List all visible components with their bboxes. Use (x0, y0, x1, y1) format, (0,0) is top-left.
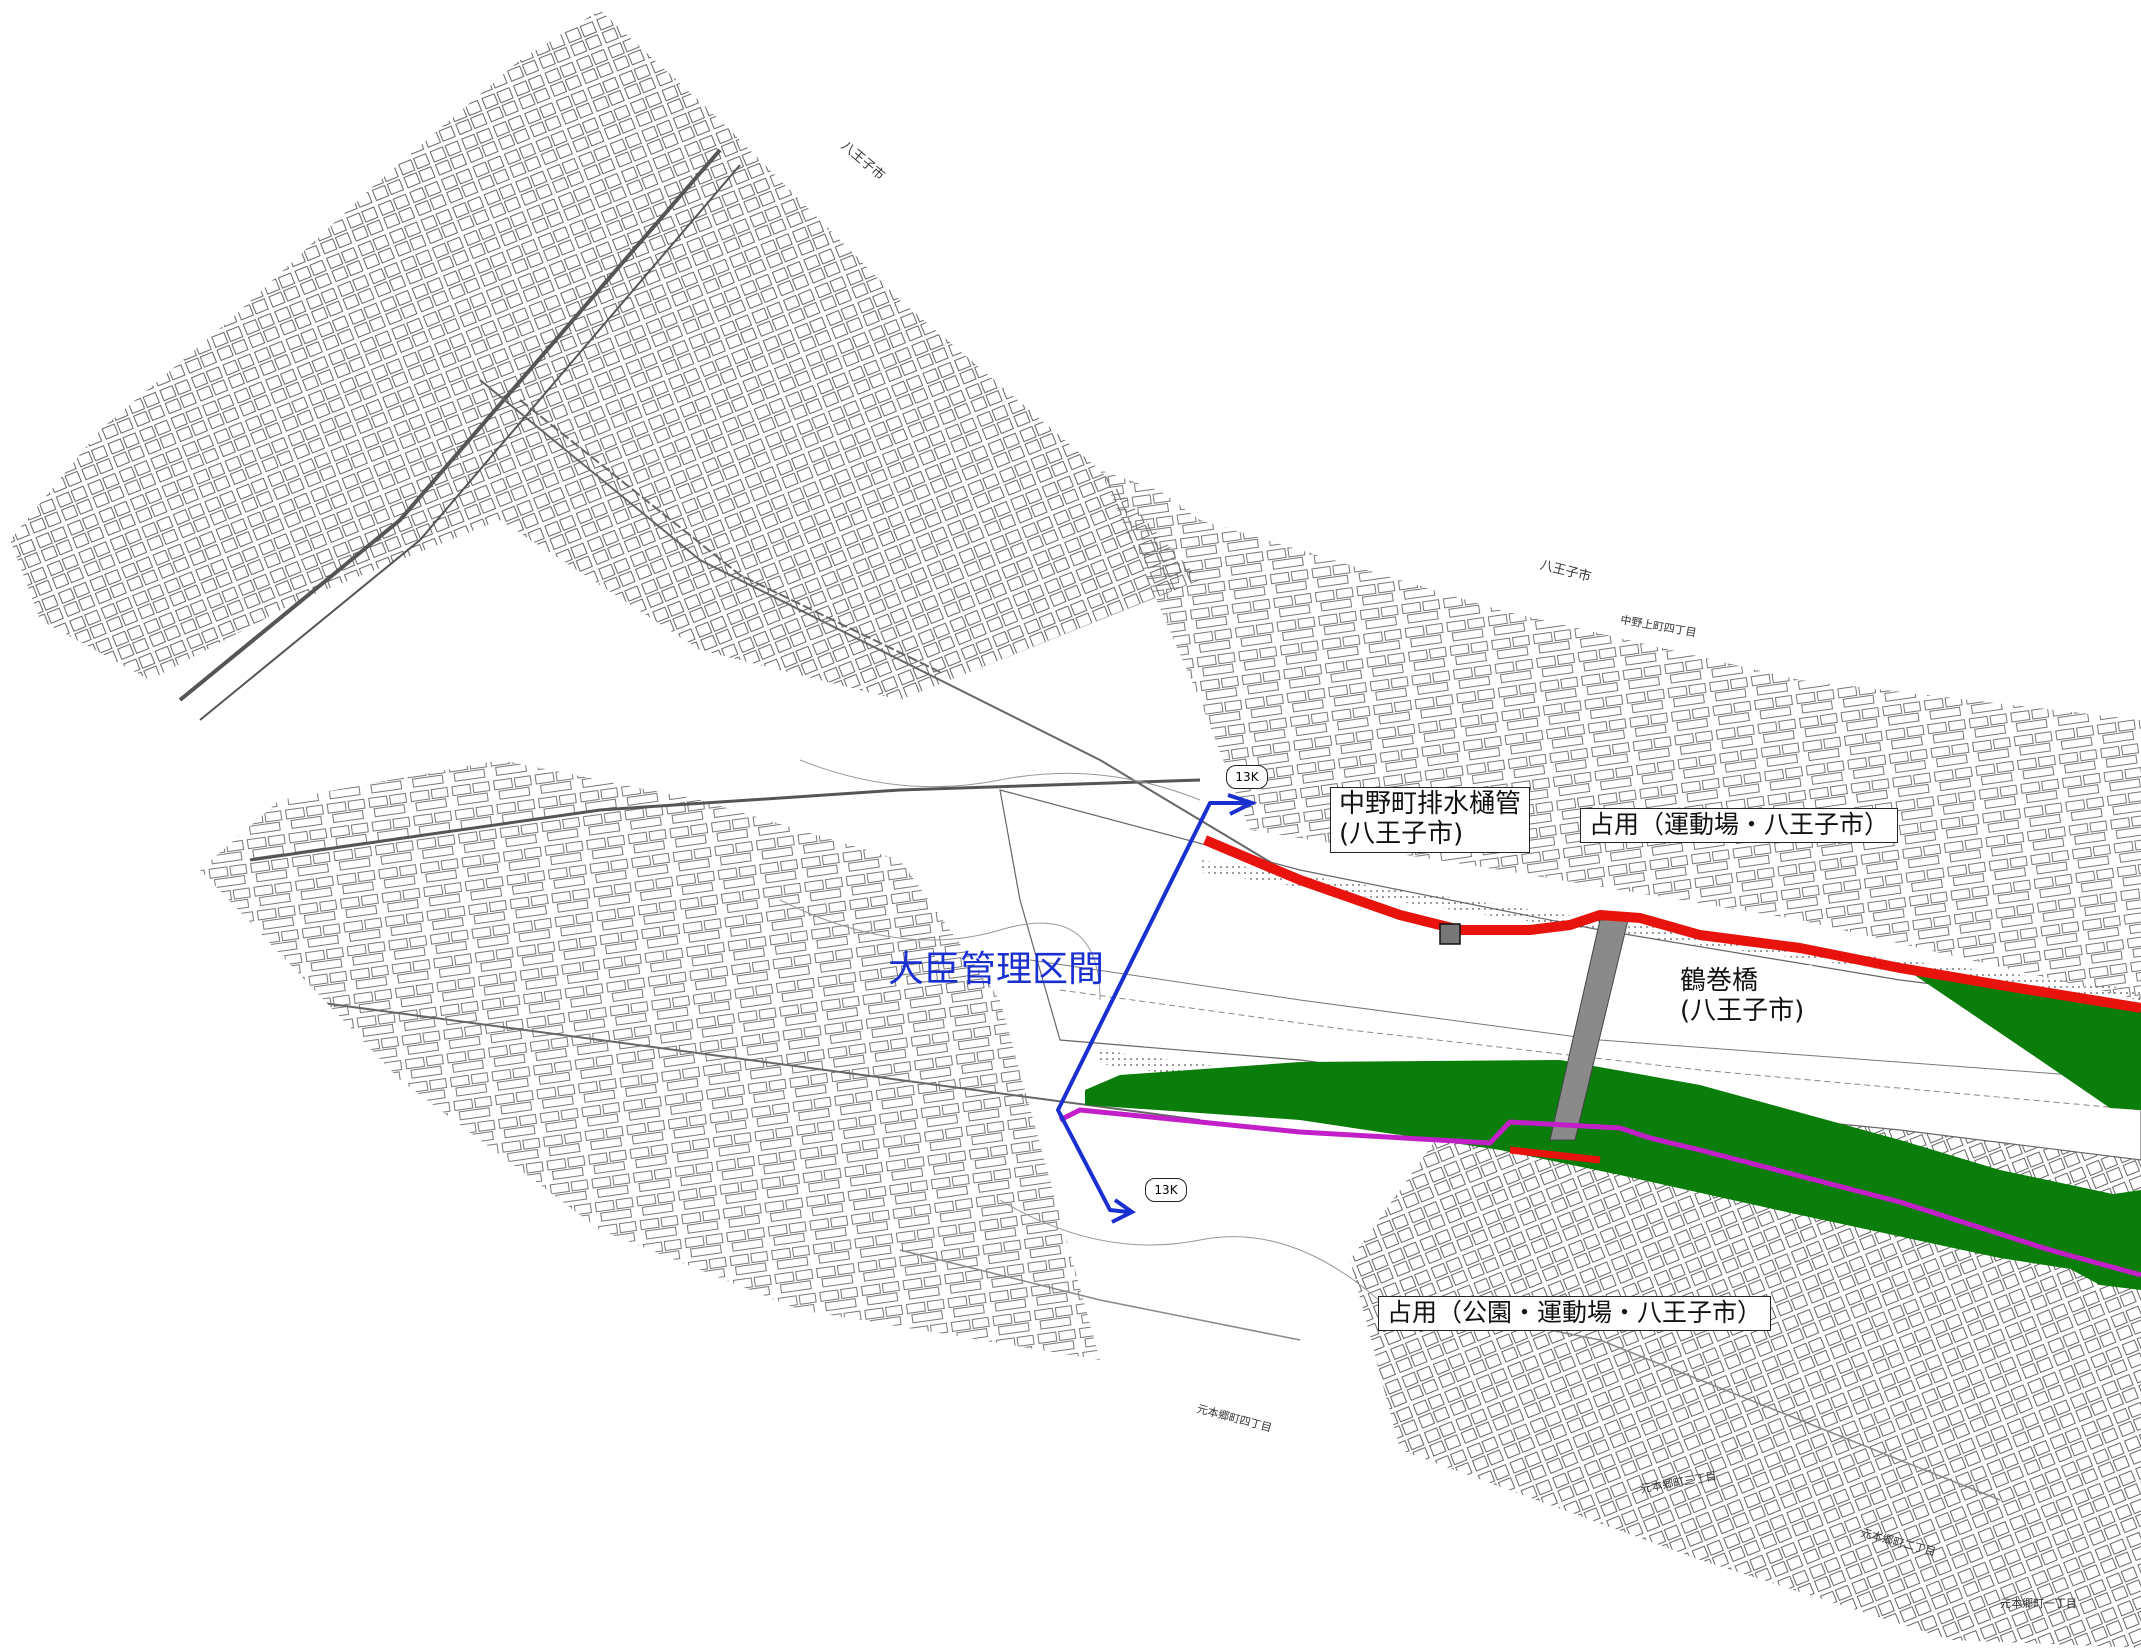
km-marker-south: 13K (1145, 1178, 1187, 1202)
occupancy-north-label: 占用（運動場・八王子市） (1580, 808, 1899, 843)
minister-section-arrows (1056, 793, 1258, 1224)
nakano-drain-label: 中野町排水樋管 (八王子市) (1330, 787, 1531, 853)
red-boundary-line (1203, 835, 2141, 1013)
red-boundary-short (1509, 1146, 1601, 1164)
occupancy-green-areas (1085, 972, 2141, 1290)
nakano-drain-name: 中野町排水樋管 (1339, 789, 1522, 819)
magenta-boundary-line (1058, 1107, 2141, 1278)
tsurumaki-bridge-label: 鶴巻橋 (八王子市) (1672, 965, 1813, 1029)
nakano-drain-city: (八王子市) (1339, 818, 1464, 849)
occupancy-south-label: 占用（公園・運動場・八王子市） (1378, 1296, 1772, 1331)
tsurumaki-bridge-name: 鶴巻橋 (1680, 966, 1759, 996)
minister-section-label: 大臣管理区間 (888, 949, 1105, 990)
tsurumaki-bridge-city: (八王子市) (1680, 995, 1805, 1026)
drain-pipe-marker (1439, 923, 1461, 945)
km-marker-north: 13K (1226, 765, 1268, 789)
place-motohongo1: 元本郷町一丁目 (2000, 1597, 2077, 1610)
